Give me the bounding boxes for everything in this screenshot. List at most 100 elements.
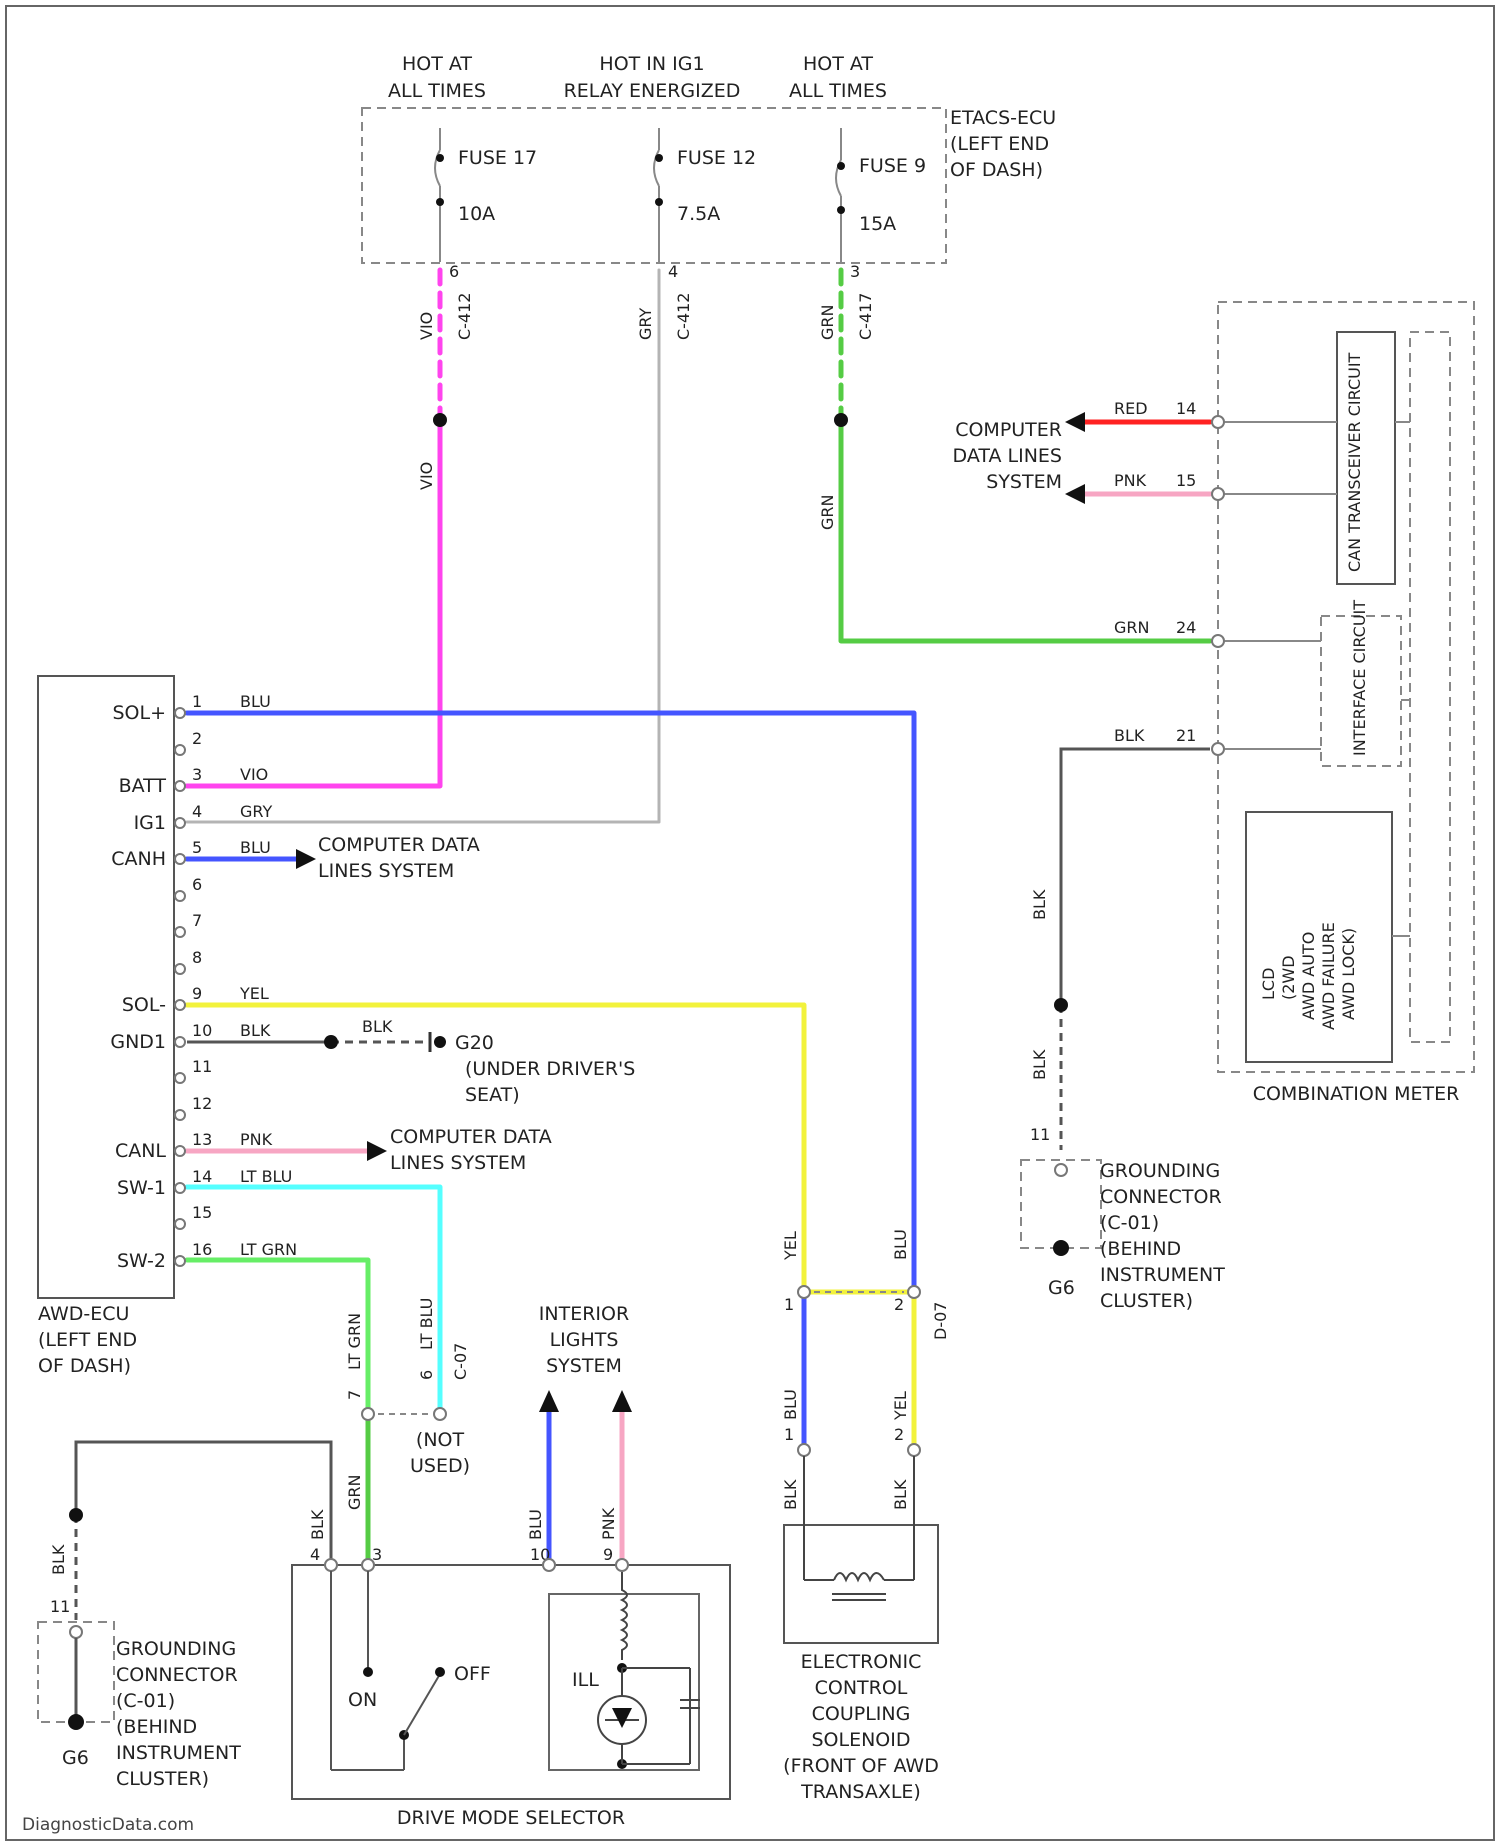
etacs-ecu-box xyxy=(362,108,946,263)
svg-text:(BEHIND: (BEHIND xyxy=(116,1716,197,1738)
meter-bus-line xyxy=(1410,332,1450,1042)
ecu-pin-10 xyxy=(175,1037,185,1047)
ecu-pin-15 xyxy=(175,1219,185,1229)
svg-text:BLK: BLK xyxy=(1114,726,1145,745)
ecu-pin-5 xyxy=(175,854,185,864)
svg-text:COUPLING: COUPLING xyxy=(812,1703,911,1725)
svg-text:21: 21 xyxy=(1176,726,1196,745)
svg-text:BLU: BLU xyxy=(526,1509,545,1540)
wire-blk-meter-gnd xyxy=(1061,749,1210,1005)
svg-text:BLK: BLK xyxy=(1030,1049,1049,1080)
svg-text:(BEHIND: (BEHIND xyxy=(1100,1238,1181,1260)
svg-text:C-417: C-417 xyxy=(856,293,875,340)
ecu-pin-4 xyxy=(175,818,185,828)
fuse-9: FUSE 9 15A xyxy=(836,128,926,262)
svg-text:BLU: BLU xyxy=(781,1389,800,1420)
svg-text:COMPUTER: COMPUTER xyxy=(955,419,1062,441)
ecu-pin-wire: YEL xyxy=(239,984,269,1003)
svg-text:CONNECTOR: CONNECTOR xyxy=(116,1664,238,1686)
ecu-pin-label: SW-2 xyxy=(117,1250,166,1272)
ecu-pin-label: SOL- xyxy=(122,994,166,1016)
svg-text:SYSTEM: SYSTEM xyxy=(986,471,1062,493)
meter-pins: RED 14 PNK 15 GRN 24 BLK 21 xyxy=(1114,399,1224,755)
ecu-pin-7 xyxy=(175,927,185,937)
wire-gry-ig1 xyxy=(187,270,659,822)
svg-text:LIGHTS: LIGHTS xyxy=(550,1329,619,1351)
ecu-pin-wire: LT GRN xyxy=(240,1240,297,1259)
fuse-17: FUSE 17 10A xyxy=(435,128,537,262)
svg-text:C-412: C-412 xyxy=(455,293,474,340)
svg-text:1: 1 xyxy=(784,1425,794,1444)
watermark: DiagnosticData.com xyxy=(22,1815,194,1835)
ecu-pin-num: 13 xyxy=(192,1130,212,1149)
ecu-pin-16 xyxy=(175,1256,185,1266)
ecu-pin-wire: GRY xyxy=(240,802,272,821)
selector-illumination: ILL xyxy=(549,1572,700,1770)
svg-text:GRN: GRN xyxy=(1114,618,1149,637)
ecu-pin-label: IG1 xyxy=(134,812,166,834)
svg-text:GROUNDING: GROUNDING xyxy=(1100,1160,1220,1182)
svg-text:GRN: GRN xyxy=(818,305,837,340)
ecu-pin-wire: PNK xyxy=(240,1130,273,1149)
ecu-pin-6 xyxy=(175,891,185,901)
svg-text:(LEFT END: (LEFT END xyxy=(950,133,1049,155)
canh-label-1: COMPUTER DATA xyxy=(318,834,480,856)
can-transceiver-label: CAN TRANSCEIVER CIRCUIT xyxy=(1345,352,1364,572)
svg-text:3: 3 xyxy=(850,262,860,281)
wire-blk-selector-gnd xyxy=(76,1442,331,1565)
svg-text:LCD: LCD xyxy=(1259,968,1278,1000)
svg-text:BLK: BLK xyxy=(308,1509,327,1540)
meter-data-label: COMPUTER DATA LINES SYSTEM xyxy=(953,419,1062,493)
svg-text:DATA LINES: DATA LINES xyxy=(953,445,1062,467)
svg-text:2: 2 xyxy=(894,1425,904,1444)
svg-text:VIO: VIO xyxy=(417,312,436,340)
ecu-pin-11 xyxy=(175,1073,185,1083)
ecu-pin-num: 11 xyxy=(192,1057,212,1076)
ecu-pin-num: 6 xyxy=(192,875,202,894)
hot1-line2: ALL TIMES xyxy=(388,80,486,102)
svg-text:AWD LOCK): AWD LOCK) xyxy=(1339,928,1358,1020)
svg-text:PNK: PNK xyxy=(599,1507,618,1540)
selector-pins: BLK 4 3 10 9 xyxy=(308,1509,628,1571)
selector-switch: ON OFF xyxy=(331,1571,491,1770)
svg-text:(UNDER DRIVER'S: (UNDER DRIVER'S xyxy=(465,1058,635,1080)
g20-ground: BLK G20 (UNDER DRIVER'S SEAT) xyxy=(362,1017,635,1106)
svg-text:ILL: ILL xyxy=(572,1669,599,1691)
svg-text:9: 9 xyxy=(603,1545,613,1564)
ecu-pin-label: CANH xyxy=(111,848,166,870)
svg-text:YEL: YEL xyxy=(891,1391,910,1421)
canh-label-2: LINES SYSTEM xyxy=(318,860,454,882)
ecu-pin-num: 3 xyxy=(192,765,202,784)
ecu-pin-num: 12 xyxy=(192,1094,212,1113)
fuse-9-name: FUSE 9 xyxy=(859,155,926,177)
left-ground: BLK 11 G6 GROUNDING CONNECTOR (C-01) (BE… xyxy=(38,1544,241,1790)
ecu-pin-wire: BLU xyxy=(240,692,271,711)
awd-ecu-name: AWD-ECU (LEFT END OF DASH) xyxy=(38,1303,137,1377)
ecu-pin-3 xyxy=(175,781,185,791)
svg-text:OF DASH): OF DASH) xyxy=(950,159,1043,181)
svg-text:D-07: D-07 xyxy=(931,1302,950,1340)
coupling-solenoid: ELECTRONIC CONTROL COUPLING SOLENOID (FR… xyxy=(783,1456,939,1803)
ecu-pin-num: 9 xyxy=(192,984,202,1003)
ecu-pin-12 xyxy=(175,1110,185,1120)
interface-label: INTERFACE CIRCUIT xyxy=(1350,600,1369,756)
svg-text:INSTRUMENT: INSTRUMENT xyxy=(1100,1264,1225,1286)
ecu-pin-num: 4 xyxy=(192,802,202,821)
c07-connector: 7 LT GRN 6 LT BLU C-07 (NOT USED) GRN xyxy=(345,1298,470,1510)
ecu-pin-wire: BLK xyxy=(240,1021,271,1040)
svg-text:BLK: BLK xyxy=(781,1479,800,1510)
ecu-pin-num: 10 xyxy=(192,1021,212,1040)
wire-ltblu-sw1 xyxy=(187,1187,440,1408)
svg-text:ON: ON xyxy=(348,1689,377,1711)
fuse-9-amp: 15A xyxy=(859,213,896,235)
svg-text:CONNECTOR: CONNECTOR xyxy=(1100,1186,1222,1208)
svg-text:(LEFT END: (LEFT END xyxy=(38,1329,137,1351)
svg-text:PNK: PNK xyxy=(1114,471,1147,490)
hot1-line1: HOT AT xyxy=(402,53,472,75)
svg-text:AWD AUTO: AWD AUTO xyxy=(1299,932,1318,1020)
svg-text:OF DASH): OF DASH) xyxy=(38,1355,131,1377)
svg-text:(NOT: (NOT xyxy=(416,1429,465,1451)
svg-text:11: 11 xyxy=(50,1597,70,1616)
hot2-line1: HOT IN IG1 xyxy=(599,53,704,75)
